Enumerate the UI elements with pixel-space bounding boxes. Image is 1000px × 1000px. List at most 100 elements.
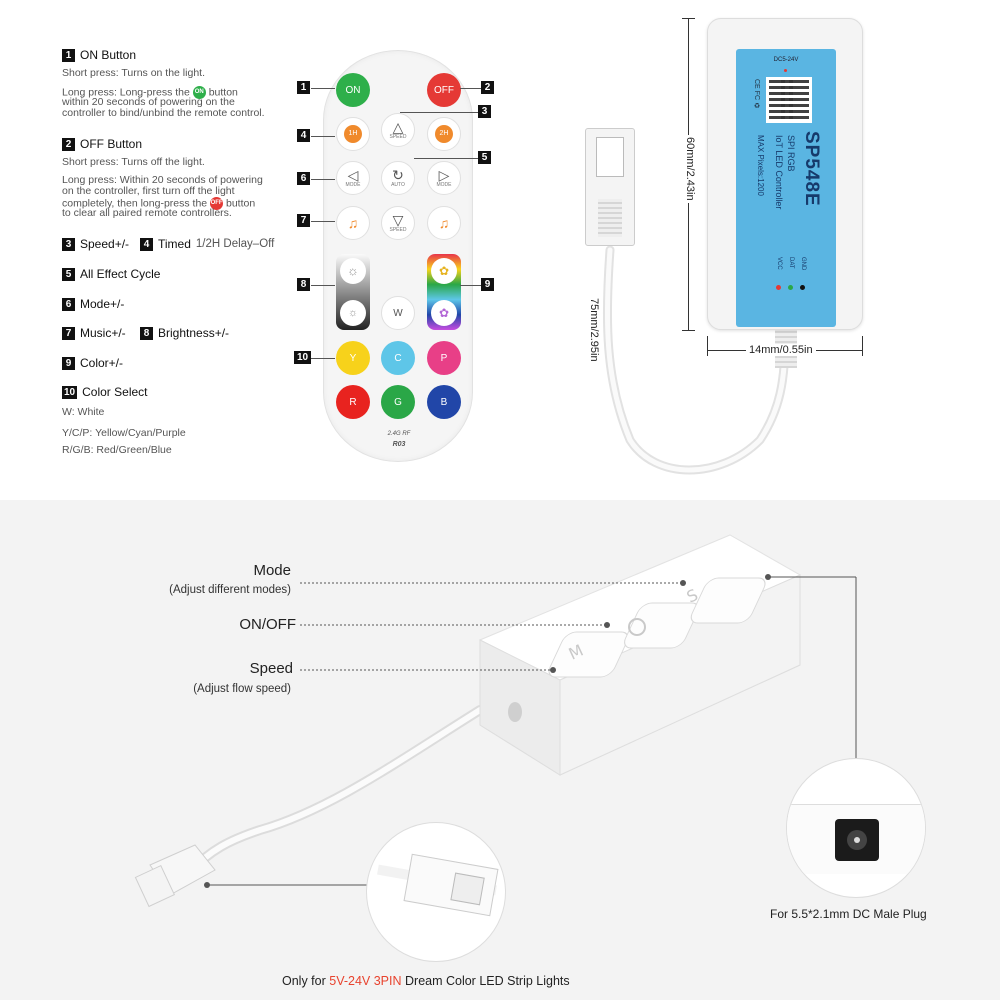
legend-subtitle: 1/2H Delay–Off	[195, 238, 275, 250]
tag-leader	[311, 136, 335, 137]
music-note-icon: ♫	[347, 215, 359, 231]
tag-6: 6	[297, 172, 310, 185]
timer-1h-button[interactable]: 1H	[336, 117, 370, 151]
button-label: SPEED	[389, 134, 407, 140]
desc-text: Long press: Within 20 seconds of powerin…	[62, 174, 263, 186]
dim-tick	[682, 18, 695, 19]
button-label: AUTO	[391, 182, 405, 188]
auto-button[interactable]: ↻ AUTO	[381, 161, 415, 195]
speed-down-button[interactable]: ▽ SPEED	[381, 206, 415, 240]
zoom-connector	[403, 853, 499, 917]
off-long-desc: completely, then long-press the OFF butt…	[62, 197, 255, 210]
speed-up-button[interactable]: △ SPEED	[381, 113, 415, 147]
timer-1h-icon: 1H	[344, 125, 362, 143]
triangle-up-icon: △	[392, 119, 404, 135]
legend-number: 2	[62, 137, 75, 151]
legend-timed: 4 Timed 1/2H Delay–Off	[140, 237, 274, 251]
width-dimension: 14mm/0.55in	[746, 344, 816, 356]
tag-3: 3	[478, 105, 491, 118]
desc-text: Long press: Long-press the	[62, 86, 190, 99]
controller-model: SP548E	[801, 131, 822, 207]
desc-text: controller to bind/unbind the remote con…	[62, 107, 265, 119]
legend-rgb: R/G/B: Red/Green/Blue	[62, 444, 172, 456]
dc-port-icon	[835, 819, 879, 861]
speed-sub-label: (Adjust flow speed)	[193, 683, 291, 695]
on-pill-icon: ON	[192, 86, 206, 99]
tag-8: 8	[297, 278, 310, 291]
music-up-button[interactable]: ♫	[427, 206, 461, 240]
tag-leader	[414, 158, 478, 159]
off-short-desc: Short press: Turns off the light.	[62, 156, 205, 168]
cable-dimension: 75mm/2.95in	[588, 298, 600, 362]
zoom-pins	[450, 872, 485, 906]
purple-button[interactable]: P	[427, 341, 461, 375]
legend-number: 4	[140, 237, 153, 251]
dim-tick	[707, 336, 708, 356]
tag-1: 1	[297, 81, 310, 94]
legend-ycp: Y/C/P: Yellow/Cyan/Purple	[62, 427, 186, 439]
tag-9: 9	[481, 278, 494, 291]
on-long-desc: Long press: Long-press the ON button	[62, 86, 238, 99]
connector-head	[596, 137, 624, 177]
height-dimension: 60mm/2.43in	[684, 135, 696, 203]
legend-brightness: 8 Brightness+/-	[140, 326, 229, 340]
status-led	[784, 69, 787, 72]
mode-down-button[interactable]: ◁ MODE	[336, 161, 370, 195]
desc-text: button	[225, 197, 256, 210]
controller-label: DC5-24V CE FC ♻ SP548E SPI RGB IoT LED C…	[736, 49, 836, 327]
controller-spec: MAX Pixels:1200	[756, 135, 765, 196]
brightness-down-icon: ☼	[340, 300, 366, 326]
caption-highlight: 5V-24V 3PIN	[329, 974, 402, 988]
green-button[interactable]: G	[381, 385, 415, 419]
tag-7: 7	[297, 214, 310, 227]
brightness-slider[interactable]: ☼ ☼	[336, 254, 370, 330]
connector-zoom	[366, 822, 506, 962]
color-slider[interactable]: ✿ ✿	[427, 254, 461, 330]
caption-text: Only for	[282, 974, 326, 988]
pin-label: VCC	[776, 257, 782, 270]
desc-text: on the controller, first turn off the li…	[62, 185, 235, 197]
legend-number: 3	[62, 237, 75, 251]
dc-port-zoom	[786, 758, 926, 898]
on-button[interactable]: ON	[336, 73, 370, 107]
music-down-button[interactable]: ♫	[336, 206, 370, 240]
off-button[interactable]: OFF	[427, 73, 461, 107]
tag-4: 4	[297, 129, 310, 142]
cyan-button[interactable]: C	[381, 341, 415, 375]
tag-leader	[311, 179, 335, 180]
legend-white: W: White	[62, 406, 105, 418]
top-panel: 1 ON Button Short press: Turns on the li…	[62, 18, 863, 475]
red-button[interactable]: R	[336, 385, 370, 419]
off-pill-icon: OFF	[210, 197, 224, 210]
controller-spec: IoT LED Controller	[774, 135, 784, 210]
caption-text: Dream Color LED Strip Lights	[405, 974, 570, 988]
timer-2h-icon: 2H	[435, 125, 453, 143]
compatibility-caption: Only for 5V-24V 3PIN Dream Color LED Str…	[282, 974, 570, 988]
mode-label: Mode	[253, 562, 291, 579]
legend-title: OFF Button	[80, 137, 143, 151]
legend-on-button: 1 ON Button	[62, 48, 136, 62]
yellow-button[interactable]: Y	[336, 341, 370, 375]
legend-number: 9	[62, 356, 75, 370]
legend-title: Timed	[158, 237, 191, 251]
brightness-up-icon: ☼	[340, 258, 366, 284]
triangle-down-icon: ▽	[392, 212, 404, 228]
music-note-icon: ♫	[438, 215, 450, 231]
white-button[interactable]: W	[381, 296, 415, 330]
tag-leader	[311, 221, 335, 222]
tag-10: 10	[294, 351, 311, 364]
pin-label: DAT	[788, 257, 794, 269]
bottom-panel: M S Mode (Adjust different modes) ON/OFF…	[0, 500, 1000, 1000]
legend-title: Brightness+/-	[158, 326, 230, 340]
legend-title: All Effect Cycle	[80, 267, 161, 281]
mode-up-button[interactable]: ▷ MODE	[427, 161, 461, 195]
legend-number: 1	[62, 48, 75, 62]
desc-text: button	[208, 86, 238, 99]
button-label: MODE	[436, 182, 452, 188]
timer-2h-button[interactable]: 2H	[427, 117, 461, 151]
legend-number: 8	[140, 326, 153, 340]
color-up-icon: ✿	[431, 258, 457, 284]
blue-button[interactable]: B	[427, 385, 461, 419]
connector-grip	[598, 199, 622, 237]
triangle-left-icon: ◁	[347, 167, 359, 183]
